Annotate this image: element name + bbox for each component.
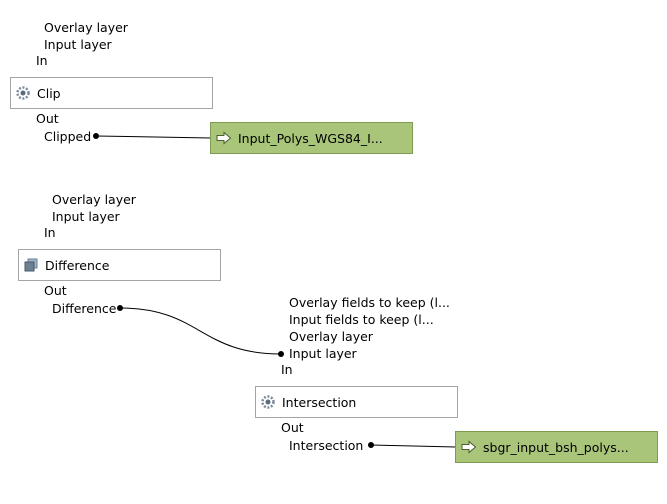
intersection-input-input-layer: Input layer <box>289 346 357 361</box>
intersection-output-intersection: Intersection <box>289 438 364 453</box>
difference-out-label: Out <box>44 283 67 298</box>
intersection-output-label: sbgr_input_bsh_polys... <box>483 439 629 455</box>
clip-out-label: Out <box>36 111 59 126</box>
clip-input-input-layer: Input layer <box>44 37 112 52</box>
algorithm-gear-icon <box>260 394 276 410</box>
difference-icon <box>23 257 39 273</box>
clip-output-node[interactable]: Input_Polys_WGS84_I... <box>210 122 413 154</box>
intersection-node-label: Intersection <box>282 394 357 410</box>
clip-node-label: Clip <box>37 85 61 101</box>
difference-input-overlay-layer: Overlay layer <box>52 192 136 207</box>
intersection-out-label: Out <box>281 420 304 435</box>
intersection-input-port-dot[interactable] <box>278 351 284 357</box>
intersection-input-input-fields: Input fields to keep (l... <box>289 312 434 327</box>
clip-algorithm-node[interactable]: Clip <box>10 77 213 109</box>
difference-output-port-dot[interactable] <box>117 305 123 311</box>
clip-output-clipped: Clipped <box>44 129 92 144</box>
intersection-input-overlay-fields: Overlay fields to keep (l... <box>289 295 450 310</box>
difference-input-input-layer: Input layer <box>52 209 120 224</box>
clip-in-label: In <box>36 53 48 68</box>
intersection-in-label: In <box>281 362 293 377</box>
output-arrow-icon <box>461 440 477 454</box>
intersection-output-port-dot[interactable] <box>368 442 374 448</box>
clip-to-output-wire <box>95 135 212 139</box>
clip-input-overlay-layer: Overlay layer <box>44 20 128 35</box>
intersection-output-node[interactable]: sbgr_input_bsh_polys... <box>455 431 658 463</box>
intersection-algorithm-node[interactable]: Intersection <box>255 386 458 418</box>
difference-algorithm-node[interactable]: Difference <box>18 249 221 281</box>
clip-output-port-dot[interactable] <box>93 133 99 139</box>
output-arrow-icon <box>216 131 232 145</box>
algorithm-gear-icon <box>15 85 31 101</box>
clip-output-label: Input_Polys_WGS84_I... <box>238 130 383 146</box>
difference-in-label: In <box>44 225 56 240</box>
difference-output-difference: Difference <box>52 301 117 316</box>
intersection-input-overlay-layer: Overlay layer <box>289 329 373 344</box>
difference-to-intersection-wire <box>119 307 282 355</box>
difference-node-label: Difference <box>45 257 110 273</box>
intersection-to-output-wire <box>370 444 457 448</box>
